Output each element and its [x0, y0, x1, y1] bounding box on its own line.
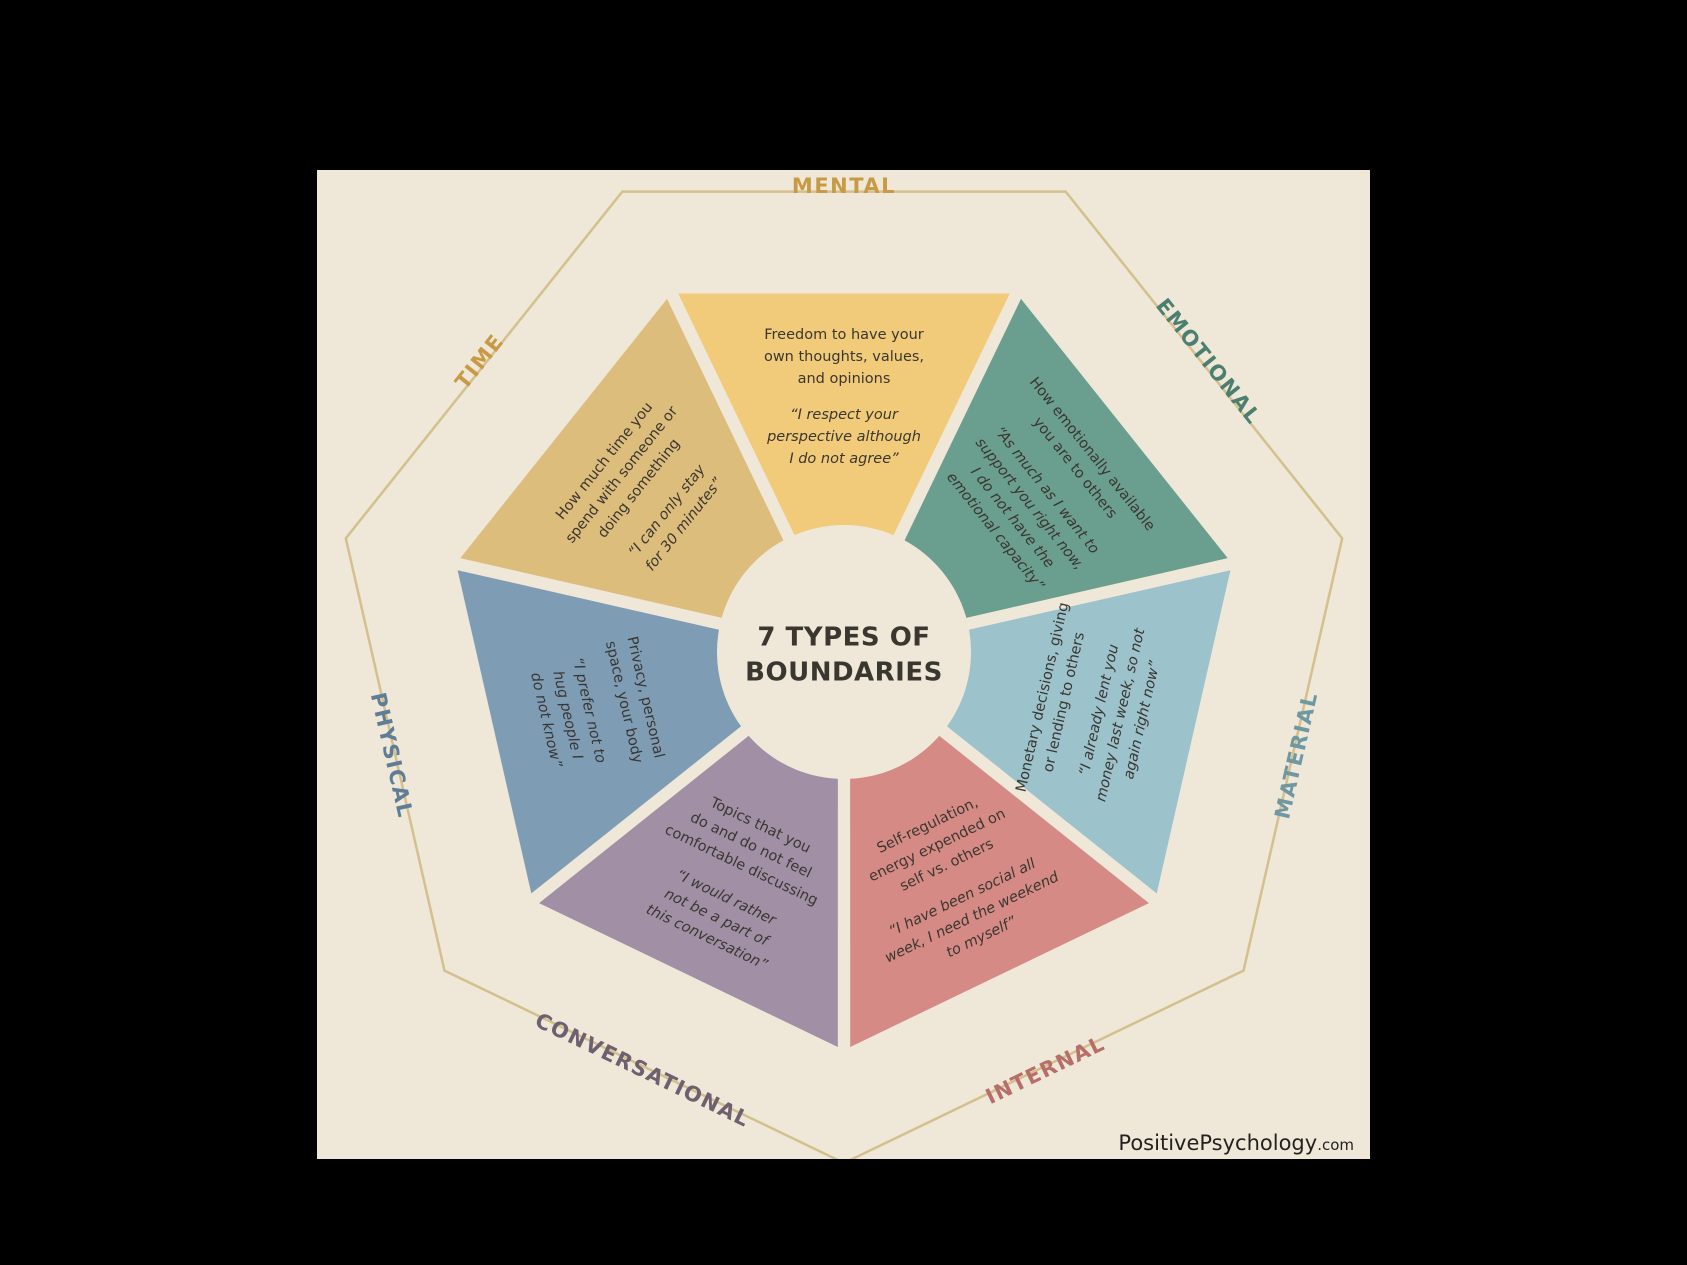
brand-logo: PositivePsychology.com: [1118, 1131, 1354, 1155]
label-mental: MENTAL: [792, 174, 896, 198]
quote-mental: “I respect your: [790, 407, 899, 423]
label-physical: PHYSICAL: [366, 690, 418, 820]
label-internal: INTERNAL: [982, 1031, 1109, 1109]
brand-suffix: .com: [1317, 1136, 1354, 1154]
brand-name: PositivePsychology: [1118, 1131, 1318, 1155]
center-title-line-1: 7 TYPES OF: [757, 623, 930, 653]
wedge-emotional: [854, 298, 1228, 644]
description-mental: and opinions: [798, 371, 891, 387]
text-block-mental: Freedom to have your own thoughts, values…: [764, 327, 924, 467]
center-title-line-2: BOUNDARIES: [745, 658, 943, 688]
description-mental: own thoughts, values,: [764, 349, 924, 365]
quote-mental: I do not agree”: [789, 451, 899, 467]
wedge-time: [460, 298, 834, 644]
label-time: TIME: [450, 329, 508, 394]
outer-heptagon-outline: [344, 190, 1344, 1159]
label-conversational: CONVERSATIONAL: [531, 1008, 754, 1132]
infographic-card: MENTAL Freedom to have your own thoughts, …: [317, 170, 1370, 1159]
label-material: MATERIAL: [1270, 689, 1322, 821]
wedge-conversational: [539, 664, 838, 1047]
wedge-internal: [850, 664, 1149, 1047]
wedge-mental: [678, 293, 1010, 638]
quote-mental: perspective although: [766, 429, 921, 445]
label-emotional: EMOTIONAL: [1151, 294, 1266, 429]
description-mental: Freedom to have your: [764, 327, 924, 343]
boundaries-diagram: MENTAL Freedom to have your own thoughts, …: [344, 174, 1344, 1159]
center-circle: [717, 525, 971, 779]
segment-mental: MENTAL Freedom to have your own thoughts, …: [678, 174, 1010, 638]
